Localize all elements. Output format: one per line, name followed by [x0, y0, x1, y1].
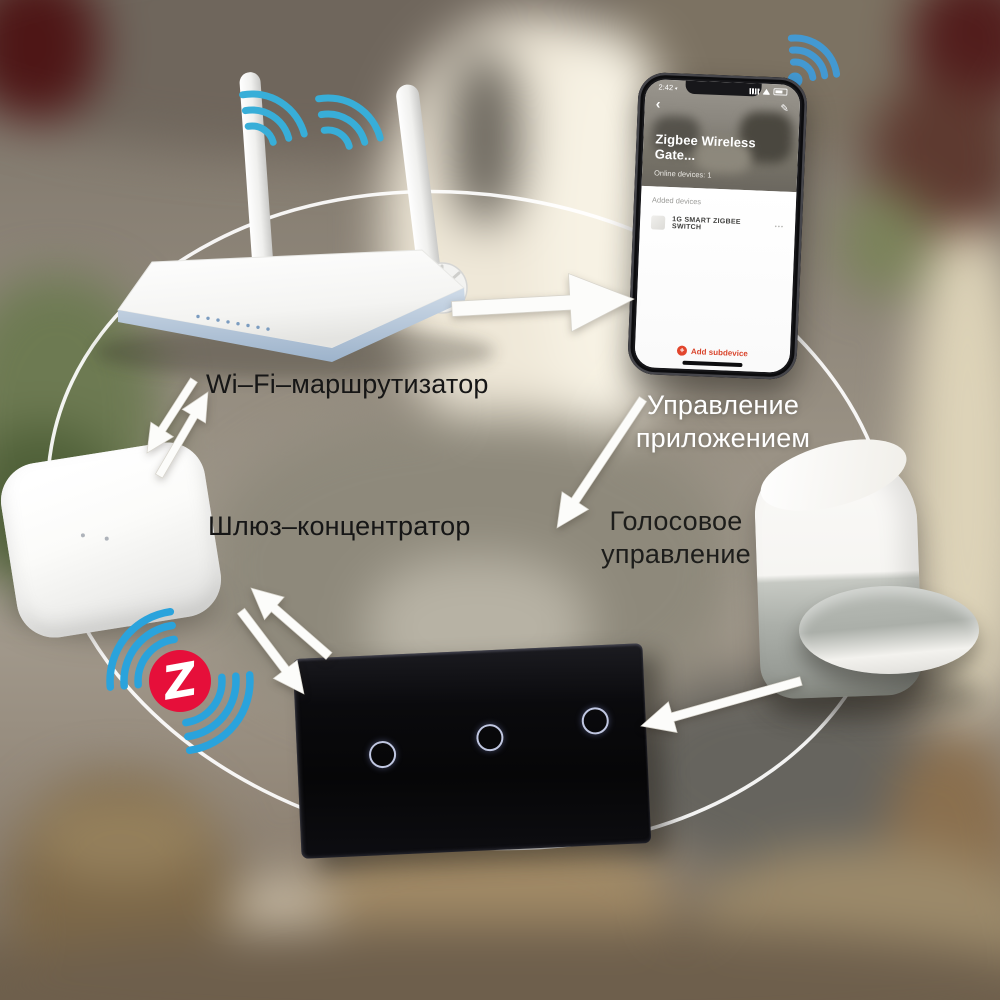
location-icon: ▸ — [673, 84, 680, 91]
bg-floor-bottom — [0, 925, 1000, 1000]
gateway-led — [104, 536, 109, 542]
phone-screen: Zigbee Wireless Gate... Online devices: … — [634, 79, 801, 373]
device-thumbnail — [650, 214, 666, 230]
edit-button[interactable]: ✎ — [780, 102, 789, 115]
touch-button-3[interactable] — [581, 706, 610, 735]
status-wifi-icon — [762, 88, 771, 95]
voice-control-label: Голосовое управление — [582, 505, 770, 571]
app-control-line1: Управление — [646, 390, 800, 420]
battery-icon — [773, 87, 788, 96]
app-control-line2: приложением — [635, 423, 811, 453]
gateway-led — [80, 533, 86, 539]
device-list-item[interactable]: 1G SMART ZIGBEE SWITCH ••• — [650, 214, 785, 234]
add-subdevice-label: Add subdevice — [690, 346, 749, 358]
router-label: Wi–Fi–маршрутизатор — [206, 369, 489, 399]
status-time: 2:42 — [658, 82, 674, 93]
bg-plant-right — [840, 190, 930, 295]
gateway-app-title: Zigbee Wireless Gate... — [654, 130, 757, 163]
back-button[interactable]: ‹ — [655, 95, 661, 112]
status-icons — [749, 87, 788, 96]
signal-bars-icon — [749, 87, 760, 95]
app-body: Added devices 1G SMART ZIGBEE SWITCH •••… — [634, 185, 797, 373]
add-subdevice-button[interactable]: + Add subdevice — [635, 344, 790, 360]
touch-switch-panel — [292, 643, 652, 859]
zigbee-gateway-device — [0, 436, 227, 644]
more-options-icon[interactable]: ••• — [774, 223, 785, 231]
smart-speaker-mini — [799, 586, 979, 674]
added-devices-label: Added devices — [651, 194, 702, 206]
smartphone: Zigbee Wireless Gate... Online devices: … — [627, 71, 808, 381]
touch-button-1[interactable] — [368, 740, 397, 769]
online-devices-count: Online devices: 1 — [653, 167, 712, 180]
gateway-body — [0, 436, 227, 644]
app-control-label: Управление приложением — [612, 389, 834, 455]
touch-button-2[interactable] — [475, 723, 505, 752]
home-indicator — [681, 360, 743, 368]
gateway-label: Шлюз–концентратор — [208, 511, 471, 541]
device-name: 1G SMART ZIGBEE SWITCH — [671, 215, 742, 231]
voice-control-line1: Голосовое — [609, 506, 743, 536]
bg-basket-highlight — [35, 795, 210, 880]
voice-control-line2: управление — [601, 539, 751, 569]
bg-lantern — [450, 50, 520, 225]
plus-icon: + — [676, 345, 688, 356]
